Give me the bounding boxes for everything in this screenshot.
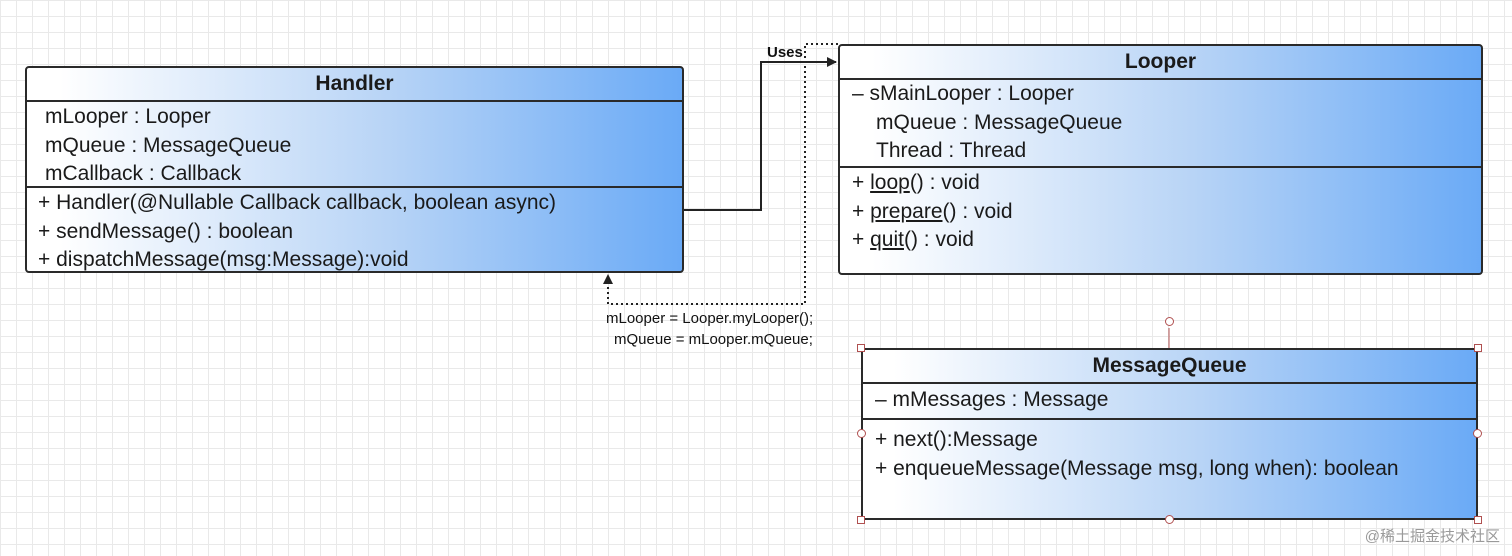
looper-attribute: Thread : Thread [876,139,1027,162]
handler-attribute: mLooper : Looper [45,105,211,128]
resize-handle-top-left[interactable] [857,344,865,352]
messagequeue-attributes: – mMessages : Message [863,384,1476,420]
op-prefix: + [852,171,871,194]
looper-attributes: – sMainLooper : Looper mQueue : MessageQ… [840,80,1481,168]
op-prefix: + [852,199,871,223]
connection-point-left[interactable] [857,429,866,438]
messagequeue-operation: + enqueueMessage(Message msg, long when)… [875,456,1399,480]
op-name: quit [870,228,904,251]
op-name: loop [870,171,910,194]
uses-edge-label: Uses [767,44,803,61]
dependency-dotted-line [603,43,838,305]
looper-operation-prepare: + prepare() : void [852,198,1481,227]
op-suffix: () : void [903,228,974,251]
handler-attribute: mQueue : MessageQueue [45,133,292,157]
op-name: prepare [870,199,943,223]
handler-operation: + Handler(@Nullable Callback callback, b… [38,191,556,214]
looper-class-name: Looper [840,46,1481,80]
resize-handle-bottom-left[interactable] [857,516,865,524]
op-prefix: + [852,228,871,251]
handler-operation: + dispatchMessage(msg:Message):void [38,248,409,271]
handler-operations: + Handler(@Nullable Callback callback, b… [27,188,682,271]
uses-association-line [684,57,837,211]
looper-attribute: mQueue : MessageQueue [876,110,1123,134]
dependency-label-line: mLooper = Looper.myLooper(); [606,310,814,327]
messagequeue-class-box[interactable]: MessageQueue – mMessages : Message + nex… [861,348,1478,520]
messagequeue-class-name: MessageQueue [863,350,1476,384]
handler-class-box[interactable]: Handler mLooper : Looper mQueue : Messag… [25,66,684,273]
looper-operation-loop: + loop() : void [852,169,1481,198]
messagequeue-operation: + next():Message [875,428,1038,451]
messagequeue-attribute: – mMessages : Message [875,388,1109,411]
resize-handle-bottom-right[interactable] [1474,516,1482,524]
looper-attribute: – sMainLooper : Looper [852,82,1074,105]
looper-operation-quit: + quit() : void [852,226,1481,255]
handler-class-name: Handler [27,68,682,102]
connection-point-bottom[interactable] [1165,515,1174,524]
messagequeue-operations: + next():Message + enqueueMessage(Messag… [863,420,1476,483]
handler-attributes: mLooper : Looper mQueue : MessageQueue m… [27,102,682,188]
handler-attribute: mCallback : Callback [45,162,242,185]
op-suffix: () : void [942,199,1013,223]
looper-class-box[interactable]: Looper – sMainLooper : Looper mQueue : M… [838,44,1483,275]
dependency-label-line: mQueue = mLooper.mQueue; [614,331,813,348]
handler-operation: + sendMessage() : boolean [38,219,294,243]
resize-handle-top-right[interactable] [1474,344,1482,352]
rotate-handle[interactable] [1165,317,1174,326]
connection-point-right[interactable] [1473,429,1482,438]
looper-operations: + loop() : void + prepare() : void + qui… [840,168,1481,255]
watermark: @稀土掘金技术社区 [1364,528,1500,545]
op-suffix: () : void [909,171,980,194]
